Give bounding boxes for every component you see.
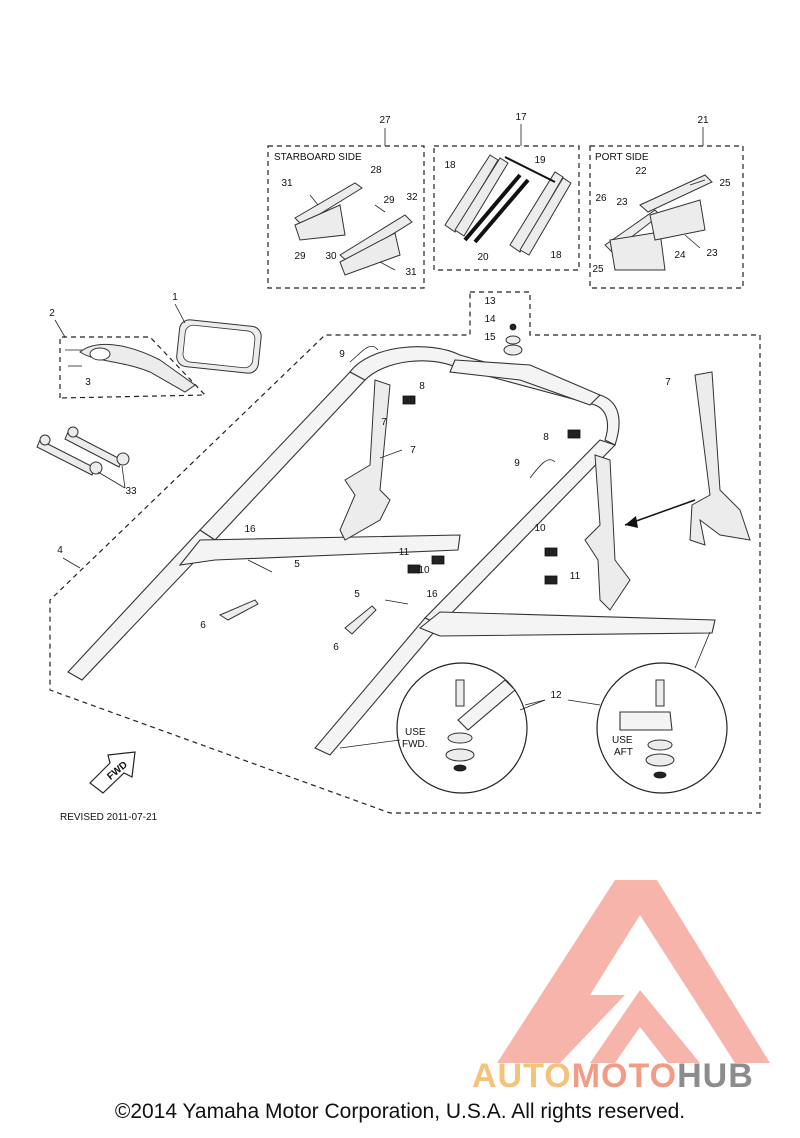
callout-7c: 7 [381, 417, 387, 428]
callout-21: 21 [697, 115, 709, 126]
callout-31a: 31 [281, 178, 293, 189]
callout-19: 19 [534, 155, 546, 166]
callout-25a: 25 [719, 178, 731, 189]
mirror-bracket [65, 343, 196, 393]
use-aft-label-1: USE [612, 735, 633, 746]
callout-5a: 5 [294, 559, 300, 570]
callout-12: 12 [550, 690, 562, 701]
callout-8b: 8 [543, 432, 549, 443]
port-side-label: PORT SIDE [595, 152, 649, 163]
use-fwd-label-1: USE [405, 727, 426, 738]
watermark-logo-icon [497, 880, 770, 1063]
callout-2: 2 [49, 308, 55, 319]
port-side-box [589, 145, 744, 289]
callout-20: 20 [477, 252, 489, 263]
watermark-auto: AUTO [472, 1057, 572, 1095]
watermark-moto: MOTO [571, 1057, 678, 1095]
callout-33: 33 [125, 486, 137, 497]
callout-4: 4 [57, 545, 63, 556]
callout-31b: 31 [405, 267, 417, 278]
callout-26: 26 [595, 193, 607, 204]
item-2-box [59, 336, 207, 399]
callout-29b: 29 [294, 251, 306, 262]
starboard-side-label: STARBOARD SIDE [274, 152, 362, 163]
callout-16b: 16 [426, 589, 438, 600]
straps [36, 426, 130, 476]
callout-18b: 18 [550, 250, 562, 261]
copyright-notice: ©2014 Yamaha Motor Corporation, U.S.A. A… [114, 1100, 686, 1123]
callout-10a: 10 [418, 565, 430, 576]
callout-29a: 29 [383, 195, 395, 206]
tower-assembly-outline [49, 291, 761, 814]
callout-27: 27 [379, 115, 391, 126]
port-brackets [604, 174, 713, 271]
use-fwd-label-2: FWD. [402, 739, 428, 750]
callout-11a: 11 [399, 547, 410, 558]
callout-28: 28 [370, 165, 382, 176]
callout-10b: 10 [534, 523, 546, 534]
callout-6a: 6 [200, 620, 206, 631]
detail-views [339, 631, 728, 794]
callout-22: 22 [635, 166, 647, 177]
callout-6b: 6 [333, 642, 339, 653]
revised-date: REVISED 2011-07-21 [60, 812, 158, 823]
callout-32: 32 [406, 192, 418, 203]
callout-5b: 5 [354, 589, 360, 600]
watermark-brand: AUTOMOTOHUB [472, 1057, 754, 1096]
callout-8a: 8 [419, 381, 425, 392]
mirror [176, 319, 262, 374]
use-aft-label-2: AFT [614, 747, 633, 758]
callout-15: 15 [484, 332, 496, 343]
starboard-side-box [267, 145, 425, 289]
callout-1: 1 [172, 292, 178, 303]
callout-7b: 7 [665, 377, 671, 388]
callout-9a: 9 [339, 349, 345, 360]
callout-3: 3 [85, 377, 91, 388]
leader-lines [54, 124, 704, 711]
tower-frame [67, 346, 716, 756]
callout-24: 24 [674, 250, 686, 261]
callout-11b: 11 [570, 571, 581, 582]
callout-13: 13 [484, 296, 496, 307]
grip-pads [444, 154, 572, 256]
callout-23b: 23 [706, 248, 718, 259]
side-plates [339, 371, 751, 611]
callout-30: 30 [325, 251, 337, 262]
callouts: 1 2 3 4 5 5 6 6 7 7 7 8 8 9 9 10 10 11 1… [49, 112, 731, 701]
callout-16a: 16 [244, 524, 256, 535]
callout-7a: 7 [410, 445, 416, 456]
fwd-arrow-icon: FWD [89, 751, 136, 794]
callout-14: 14 [484, 314, 496, 325]
starboard-brackets [294, 182, 413, 276]
hardware [218, 323, 581, 635]
pad-kit-box [433, 145, 580, 271]
callout-23a: 23 [616, 197, 628, 208]
callout-9b: 9 [514, 458, 520, 469]
callout-18a: 18 [444, 160, 456, 171]
callout-17: 17 [515, 112, 527, 123]
callout-25b: 25 [592, 264, 604, 275]
watermark-hub: HUB [677, 1057, 754, 1095]
